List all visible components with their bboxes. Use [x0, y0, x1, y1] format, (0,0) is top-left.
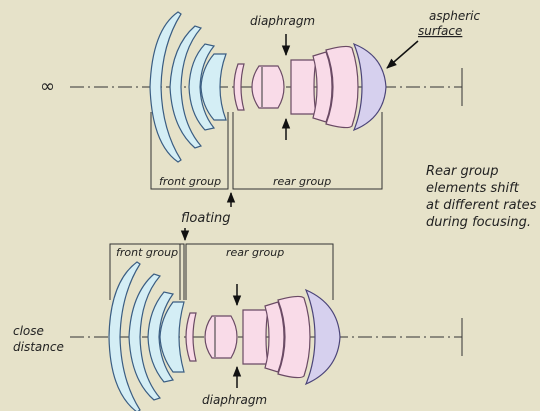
rear-group-bracket-top [232, 112, 383, 190]
rear-element-1-bottom [204, 315, 238, 359]
rear-group-label-bottom: rear group [226, 246, 284, 259]
front-element-2 [169, 25, 203, 149]
float-element [233, 63, 245, 111]
aspheric-element [352, 42, 387, 132]
aspheric-label-line1: aspheric [429, 9, 480, 23]
front-element-1 [149, 11, 182, 163]
rear-group-label-top: rear group [273, 175, 331, 188]
note-line-3: at different rates [426, 198, 537, 213]
aspheric-label-line2: surface [418, 24, 462, 38]
aspheric-pointer [386, 40, 419, 69]
front-group-bracket-bottom [109, 243, 185, 300]
front-element-3 [188, 43, 216, 131]
front-element-4-bottom [159, 301, 185, 373]
note-line-2: elements shift [426, 181, 520, 196]
front-group-label-bottom: front group [116, 246, 178, 259]
front-element-2-bottom [128, 273, 162, 401]
rear-element-4-bottom [277, 295, 311, 379]
floating-label: floating [181, 211, 231, 226]
infinity-symbol: ∞ [40, 76, 55, 97]
rear-element-3 [312, 51, 333, 123]
diaphragm-label-top: diaphragm [250, 14, 315, 28]
front-group-label-top: front group [159, 175, 221, 188]
infinity-focus-layout: ∞ diaphragm aspheric surface front group… [40, 9, 480, 190]
close-label-line1: close [13, 324, 44, 338]
close-focus-layout: close distance front group rear group di… [13, 243, 463, 411]
rear-element-2 [290, 59, 317, 115]
diaphragm-label-bottom: diaphragm [202, 393, 267, 407]
note-line-1: Rear group [426, 164, 499, 179]
front-element-4 [200, 53, 227, 121]
rear-element-2-bottom [242, 309, 269, 365]
aspheric-element-bottom [304, 288, 341, 386]
rear-element-1 [251, 65, 285, 109]
rear-element-4 [325, 45, 359, 129]
rear-element-3-bottom [264, 301, 285, 373]
front-group-bracket-top [150, 112, 229, 190]
close-label-line2: distance [13, 340, 64, 354]
front-element-3-bottom [147, 291, 175, 383]
front-element-1-bottom [108, 261, 141, 411]
float-element-bottom [185, 312, 197, 362]
rear-group-bracket-bottom [185, 243, 334, 300]
focusing-note: Rear group elements shift at different r… [426, 164, 537, 230]
note-line-4: during focusing. [426, 215, 531, 230]
